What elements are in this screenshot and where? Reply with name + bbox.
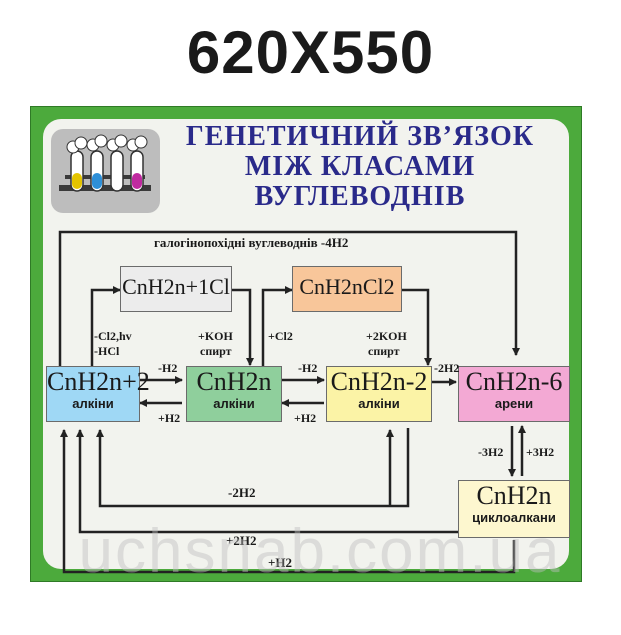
cycloalkanes-formula: CnH2n	[476, 481, 552, 510]
label-bottom-plus-h2: +H2	[268, 555, 293, 570]
label-minus-3h2: -3H2	[478, 445, 504, 459]
label-plus-3h2: +3H2	[526, 445, 555, 459]
test-tubes-icon	[51, 129, 160, 213]
alkanes-class: алкіни	[72, 396, 114, 411]
alkenes-formula: CnH2n	[196, 367, 272, 396]
alkenes-class: алкіни	[213, 396, 255, 411]
poster-title: ГЕНЕТИЧНИЙ ЗВ’ЯЗОК МІЖ КЛАСАМИ ВУГЛЕВОДН…	[160, 122, 560, 212]
arenes-class: арени	[494, 396, 534, 411]
title-line-3: ВУГЛЕВОДНІВ	[254, 181, 466, 212]
arenes-formula: CnH2n-6	[465, 367, 563, 396]
alkynes-class: алкіни	[358, 396, 400, 411]
monochloro-formula: CnH2n+1Cl	[122, 274, 230, 299]
alkanes-formula: CnH2n+2	[47, 367, 150, 396]
alkynes-formula: CnH2n-2	[330, 367, 428, 396]
title-line-2: МІЖ КЛАСАМИ	[244, 151, 476, 182]
label-minus-h2-a: -H2	[158, 361, 178, 375]
alkynes-box: CnH2n-2 алкіни	[326, 366, 432, 422]
cycloalkanes-box: CnH2n циклоалкани	[458, 480, 570, 538]
alkanes-box: CnH2n+2 алкіни	[46, 366, 150, 422]
label-plus-cl2: +Cl2	[268, 329, 293, 343]
label-minus-h2-b: -H2	[298, 361, 318, 375]
title-line-1: ГЕНЕТИЧНИЙ ЗВ’ЯЗОК	[185, 121, 535, 152]
dichloro-formula: CnH2nCl2	[299, 274, 395, 299]
dichloro-box: CnH2nCl2	[292, 266, 402, 312]
monochloro-box: CnH2n+1Cl	[120, 266, 232, 312]
label-top-loop: галогінопохідні вуглеводнів -4H2	[154, 235, 349, 250]
label-koh-spirt: спирт	[200, 344, 232, 358]
label-2koh: +2KOH	[366, 329, 407, 343]
arenes-box: CnH2n-6 арени	[458, 366, 570, 422]
label-2koh-spirt: спирт	[368, 344, 400, 358]
label-koh: +KOH	[198, 329, 233, 343]
label-plus-h2-b: +H2	[294, 411, 317, 425]
label-plus-h2-a: +H2	[158, 411, 181, 425]
label-bottom-minus-2h2: -2H2	[228, 485, 256, 500]
label-minus-2h2-c: -2H2	[434, 361, 460, 375]
alkenes-box: CnH2n алкіни	[186, 366, 282, 422]
cycloalkanes-class: циклоалкани	[472, 510, 556, 525]
label-bottom-plus-2h2: +2H2	[226, 533, 257, 548]
size-banner: 620X550	[186, 19, 435, 86]
label-cl2hv: -Cl2,hv	[94, 329, 132, 343]
label-hcl: -HCl	[94, 344, 120, 358]
